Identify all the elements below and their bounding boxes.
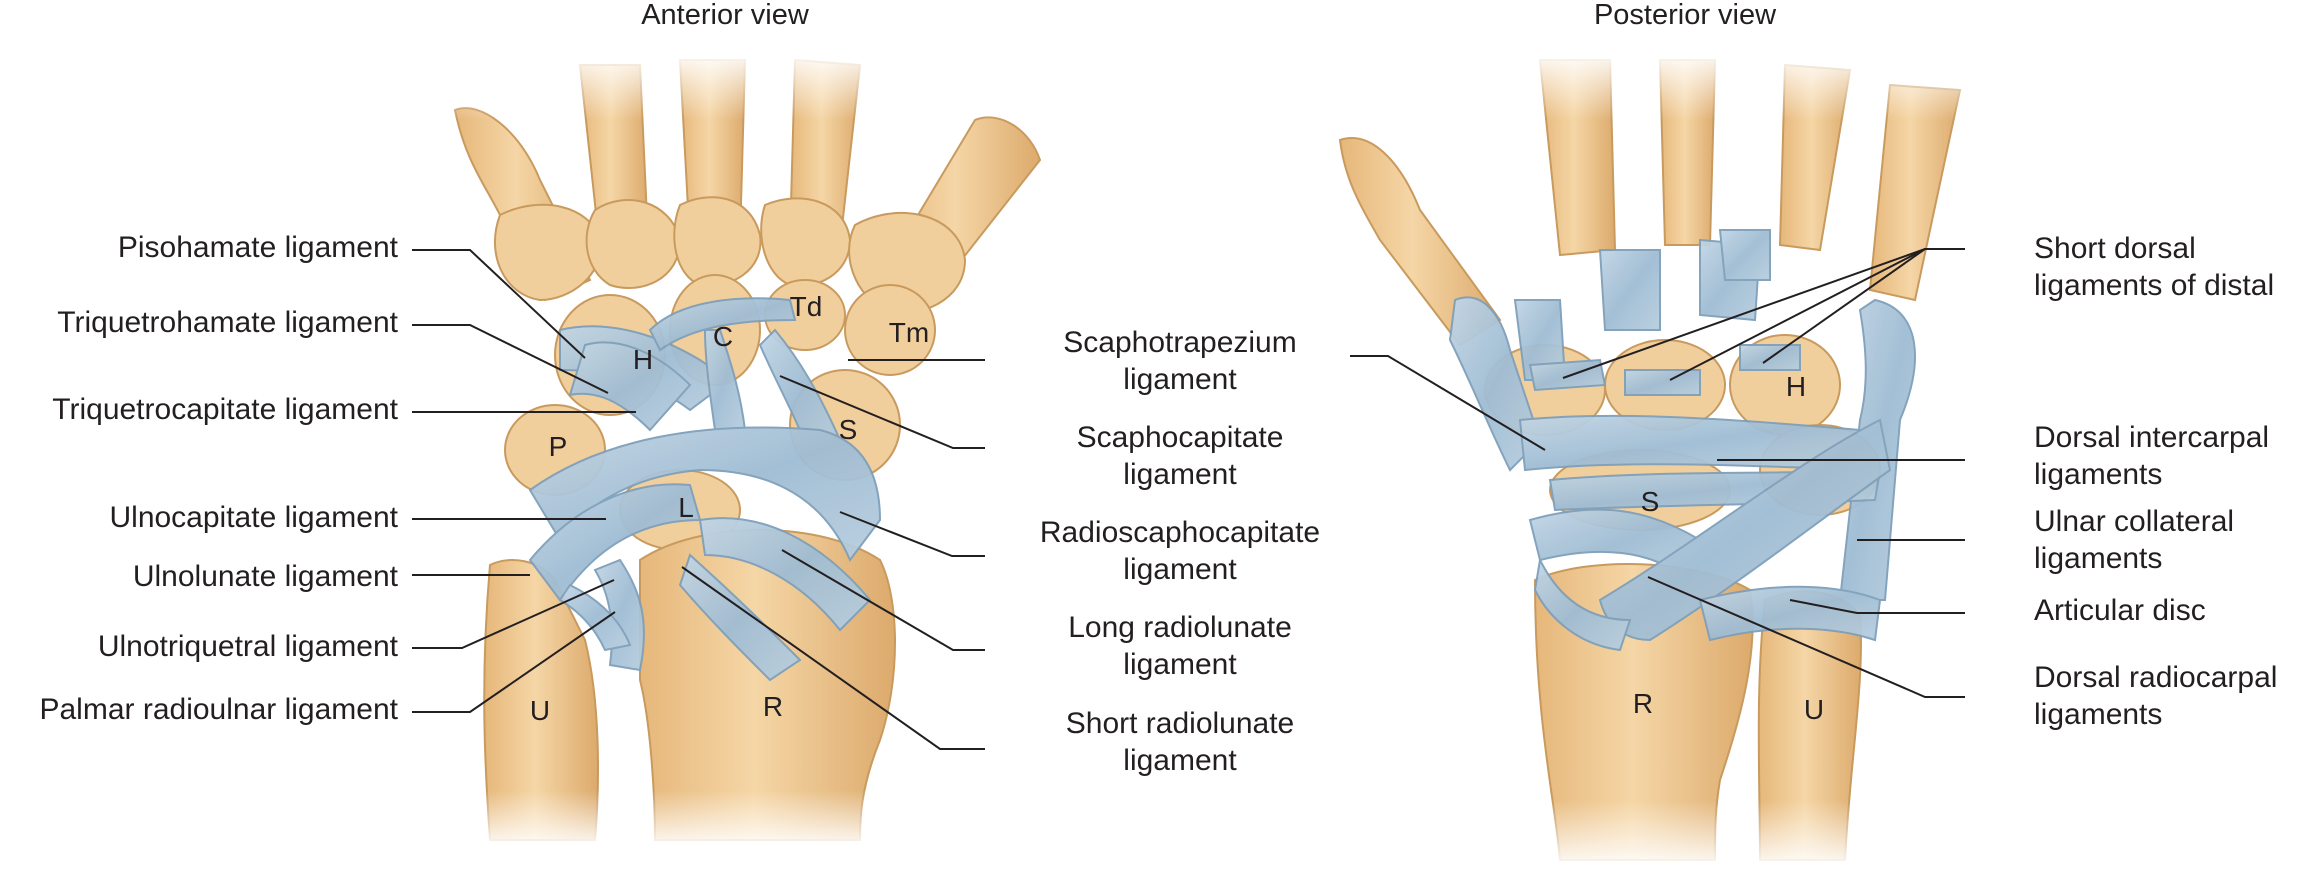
leader-triquetrohamate <box>412 324 609 394</box>
posterior-ligaments <box>1448 229 1916 652</box>
label-short-dorsal-line2: ligaments of distal <box>2034 269 2275 302</box>
label-palmar-radioulnar-ligament: Palmar radioulnar ligament <box>39 693 398 726</box>
label-triquetrocapitate-ligament: Triquetrocapitate ligament <box>52 393 398 426</box>
label-articular-disc: Articular disc <box>2034 594 2206 627</box>
leader-short-dorsal-c <box>1762 248 1926 364</box>
label-scaphotrapezium-ligament: Scaphotrapezium ligament <box>1035 324 1325 398</box>
label-short-radiolunate-line1: Short radiolunate <box>1065 707 1295 740</box>
anterior-view-title: Anterior view <box>641 0 809 31</box>
leader-posterior-dorsal-intercarpal-left <box>1350 355 1546 451</box>
leader-lines <box>412 248 1965 750</box>
anterior-metacarpal-bases <box>494 196 967 314</box>
bone-letter-pisiform: P <box>549 431 568 462</box>
bone-letter-ulna-posterior: U <box>1804 694 1824 725</box>
leader-articular-disc <box>1789 599 1965 614</box>
label-short-dorsal-line1: Short dorsal <box>2034 232 2196 265</box>
leader-short-dorsal-b <box>1669 248 1926 381</box>
label-triquetrohamate-ligament: Triquetrohamate ligament <box>57 306 398 339</box>
leader-pisohamate <box>412 249 586 359</box>
label-scaphotrapezium-line1: Scaphotrapezium <box>1063 326 1297 359</box>
label-dorsal-radiocarpal-line1: Dorsal radiocarpal <box>2034 661 2278 694</box>
label-ulnotriquetral-ligament: Ulnotriquetral ligament <box>97 630 398 663</box>
label-long-radiolunate-line2: ligament <box>1123 648 1237 681</box>
bone-letter-trapezoid: Td <box>790 291 823 322</box>
leader-ulnotriquetral <box>412 579 615 649</box>
label-short-radiolunate-ligament: Short radiolunate ligament <box>1035 705 1325 779</box>
anterior-bone-letters: H C Td Tm P S L U R <box>530 291 929 726</box>
bone-letter-ulna: U <box>530 695 550 726</box>
bone-letter-lunate: L <box>678 492 694 523</box>
label-scaphocapitate-line1: Scaphocapitate <box>1076 421 1284 454</box>
label-short-dorsal-ligaments: Short dorsal ligaments of distal <box>2034 230 2274 304</box>
label-long-radiolunate-ligament: Long radiolunate ligament <box>1035 609 1325 683</box>
bone-letter-hamate: H <box>633 344 653 375</box>
bone-letter-capitate: C <box>713 321 733 352</box>
label-dorsal-radiocarpal-ligaments: Dorsal radiocarpal ligaments <box>2034 659 2277 733</box>
bone-letter-trapezium: Tm <box>889 317 929 348</box>
leader-radioscaphocapitate <box>839 511 985 557</box>
anterior-wrist-drawing: H C Td Tm P S L U R <box>440 50 1060 850</box>
label-radioscaphocapitate-line1: Radioscaphocapitate <box>1039 516 1321 549</box>
bone-letter-scaphoid: S <box>839 414 858 445</box>
label-ulnar-collateral-ligaments: Ulnar collateral ligaments <box>2034 503 2234 577</box>
label-dorsal-radiocarpal-line2: ligaments <box>2034 698 2163 731</box>
leader-dorsal-radiocarpal <box>1647 576 1965 698</box>
label-dorsal-intercarpal-ligaments: Dorsal intercarpal ligaments <box>2034 419 2269 493</box>
label-pisohamate-ligament: Pisohamate ligament <box>117 231 398 264</box>
label-ulnolunate-ligament: Ulnolunate ligament <box>132 560 398 593</box>
label-radioscaphocapitate-line2: ligament <box>1123 553 1237 586</box>
bone-letter-hamate-posterior: H <box>1786 371 1806 402</box>
posterior-view-title: Posterior view <box>1593 0 1777 31</box>
label-long-radiolunate-line1: Long radiolunate <box>1068 611 1292 644</box>
bone-letter-radius-posterior: R <box>1633 688 1653 719</box>
label-dorsal-intercarpal-line1: Dorsal intercarpal <box>2034 421 2270 454</box>
label-scaphotrapezium-line2: ligament <box>1123 363 1237 396</box>
label-ulnocapitate-ligament: Ulnocapitate ligament <box>109 501 398 534</box>
label-ulnar-collateral-line2: ligaments <box>2034 542 2163 575</box>
label-dorsal-intercarpal-line2: ligaments <box>2034 458 2163 491</box>
leader-scaphocapitate <box>779 375 985 449</box>
label-short-radiolunate-line2: ligament <box>1123 744 1237 777</box>
label-radioscaphocapitate-ligament: Radioscaphocapitate ligament <box>1010 514 1350 588</box>
label-ulnar-collateral-line1: Ulnar collateral <box>2034 505 2235 538</box>
label-scaphocapitate-ligament: Scaphocapitate ligament <box>1035 419 1325 493</box>
anterior-ligaments <box>528 297 882 682</box>
leader-palmar-radioulnar <box>412 611 616 713</box>
posterior-bone-letters: H S R U <box>1633 371 1824 725</box>
leader-short-radiolunate <box>681 566 985 750</box>
bone-letter-radius: R <box>763 691 783 722</box>
leader-long-radiolunate <box>781 549 985 651</box>
bone-letter-scaphoid-posterior: S <box>1641 486 1660 517</box>
label-scaphocapitate-line2: ligament <box>1123 458 1237 491</box>
